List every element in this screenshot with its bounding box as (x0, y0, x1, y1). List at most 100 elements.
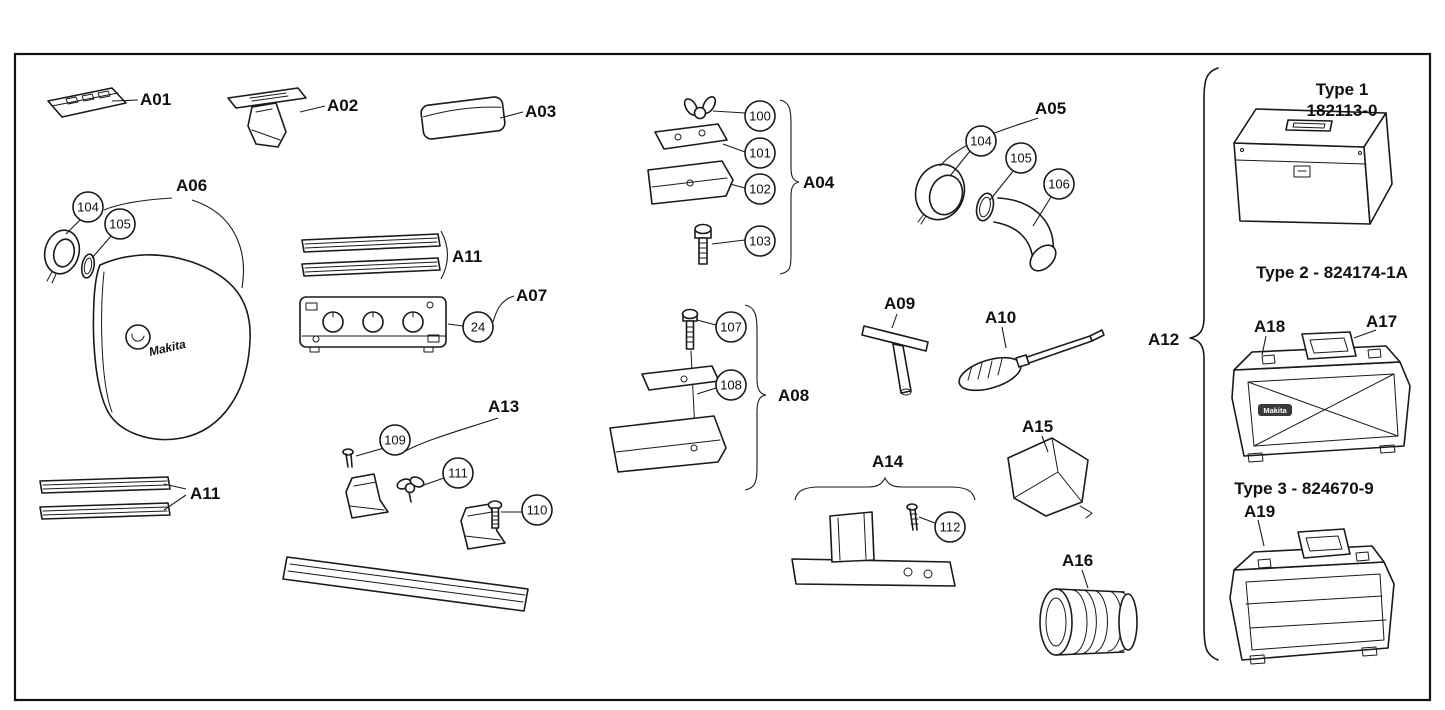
callout-number-102: 102 (749, 182, 771, 197)
part-label-a19: A19 (1244, 502, 1275, 521)
label-a13: A13 (399, 397, 519, 455)
part-a10-screwdriver-drawing (958, 329, 1105, 392)
case-type1-code: 182113-0 (1307, 101, 1378, 120)
callout-number-104-a06: 104 (77, 200, 99, 215)
bracket-a08: A08 (744, 304, 809, 491)
callout-number-100: 100 (749, 109, 771, 124)
label-a02: A02 (299, 96, 358, 115)
callout-number-112: 112 (940, 520, 961, 535)
callout-109: 109 (355, 424, 411, 457)
part-a16-joint-drawing (1039, 588, 1138, 656)
part-a13-wingbolt-111 (396, 476, 425, 503)
case-type1-title: Type 1 (1316, 80, 1369, 99)
label-a09: A09 (884, 294, 915, 329)
part-a07-base-drawing (299, 296, 447, 353)
part-a14-screw-112 (906, 503, 919, 531)
label-a01: A01 (111, 90, 171, 109)
label-a05: A05 (939, 99, 1066, 167)
label-a19: A19 (1244, 502, 1275, 547)
part-a13-screw-109 (342, 448, 354, 468)
part-label-a07: A07 (516, 286, 547, 305)
part-label-a03: A03 (525, 102, 556, 121)
callout-number-109: 109 (384, 433, 406, 448)
callout-number-104-a05: 104 (970, 134, 992, 149)
callout-number-110: 110 (527, 503, 548, 518)
callout-24: 24 (447, 311, 494, 343)
part-label-a06: A06 (176, 176, 207, 195)
part-a02-bracket-drawing (227, 87, 307, 148)
callout-104-a05: 104 (949, 125, 997, 177)
case-type2-title: Type 2 - 824174-1A (1256, 263, 1408, 282)
part-label-a11-bottom: A11 (190, 484, 220, 503)
callout-108: 108 (696, 369, 747, 401)
part-a04-wedge-drawing (647, 160, 734, 205)
part-a11-bottom-rails-drawing (39, 476, 171, 520)
part-a13-rail-drawing (282, 448, 529, 612)
label-a16: A16 (1062, 551, 1093, 589)
part-a13-screw-110 (487, 500, 503, 529)
label-a18: A18 (1254, 317, 1285, 356)
part-a05-nozzle-drawing (914, 163, 1057, 272)
part-label-a02: A02 (327, 96, 358, 115)
callout-102: 102 (729, 173, 776, 205)
label-a07: A07 (492, 286, 547, 323)
label-a03: A03 (499, 102, 556, 121)
part-a08-screw-drawing (681, 308, 699, 453)
part-a14-guide-drawing (791, 503, 956, 587)
callout-105-a05: 105 (989, 142, 1037, 201)
part-label-a18: A18 (1254, 317, 1285, 336)
part-label-a13: A13 (488, 397, 519, 416)
callout-number-111: 111 (448, 466, 468, 481)
part-label-a16: A16 (1062, 551, 1093, 570)
case-type3-title: Type 3 - 824670-9 (1234, 479, 1374, 498)
part-label-a14: A14 (872, 452, 904, 471)
callout-106: 106 (1032, 168, 1075, 227)
label-a10: A10 (985, 308, 1016, 349)
part-label-a01: A01 (140, 90, 171, 109)
callout-number-24: 24 (471, 320, 485, 335)
part-label-a04: A04 (803, 173, 835, 192)
callout-107: 107 (696, 311, 747, 343)
page-border (13, 52, 1432, 702)
bracket-a14: A14 (794, 452, 976, 501)
part-a15-guide-drawing (1007, 437, 1093, 519)
part-label-a05: A05 (1035, 99, 1066, 118)
case-type3-drawing (1229, 528, 1395, 665)
part-a06-dustbag-drawing: Makita (43, 229, 251, 441)
callout-number-106: 106 (1048, 177, 1070, 192)
part-a08-wedge-drawing (609, 415, 727, 473)
callout-number-108: 108 (720, 378, 742, 393)
part-a01-plate-drawing (47, 87, 127, 118)
part-a04-screw-drawing (694, 223, 712, 265)
callout-number-103: 103 (749, 234, 771, 249)
part-label-a09: A09 (884, 294, 915, 313)
callout-103: 103 (711, 225, 776, 257)
makita-logo-plate (1258, 404, 1292, 416)
callout-number-105-a06: 105 (109, 217, 131, 232)
callout-101: 101 (722, 137, 776, 169)
part-a04-plate-drawing (654, 123, 728, 150)
callout-number-107: 107 (720, 320, 742, 335)
part-label-a10: A10 (985, 308, 1016, 327)
part-a03-pad-drawing (420, 96, 506, 140)
case-type1-drawing (1233, 108, 1393, 225)
part-label-a15: A15 (1022, 417, 1053, 436)
label-a06: A06 (103, 176, 244, 289)
label-a17: A17 (1353, 312, 1397, 339)
bracket-a04: A04 (779, 99, 835, 275)
label-a11-bottom: A11 (163, 483, 220, 511)
part-label-a08: A08 (778, 386, 809, 405)
case-type2-drawing: Makita (1231, 331, 1411, 463)
part-a08-plate-drawing (641, 365, 720, 391)
callout-110: 110 (501, 494, 553, 526)
callout-104-a06: 104 (65, 191, 104, 235)
label-a15: A15 (1022, 417, 1053, 453)
callout-number-101: 101 (749, 146, 771, 161)
part-a04-wingnut-drawing (683, 96, 717, 120)
callout-112: 112 (918, 511, 966, 543)
part-a09-wrench-drawing (861, 325, 929, 396)
bracket-a12: A12 (1148, 67, 1219, 661)
callout-100: 100 (712, 100, 776, 132)
